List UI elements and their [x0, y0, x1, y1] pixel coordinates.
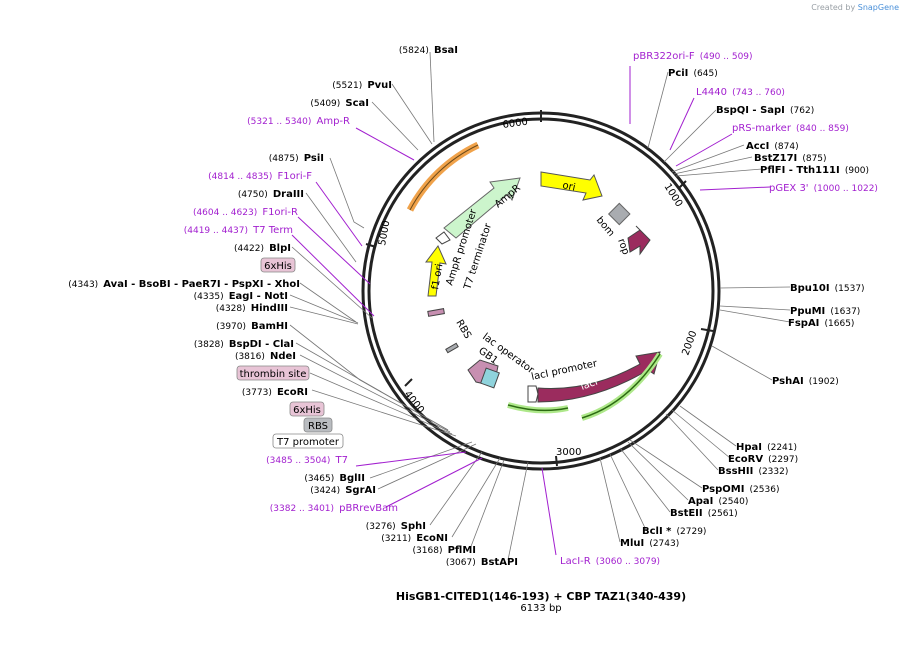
- plasmid-size: 6133 bp: [520, 603, 562, 614]
- tick-label-2000: 2000: [680, 329, 699, 357]
- primer-pbr322ori-f: pBR322ori-F (490 .. 509): [633, 44, 753, 63]
- rbs-feature: [445, 342, 459, 354]
- ampr-arrow: [443, 177, 521, 239]
- site-bsteii: BstEII (2561): [670, 501, 738, 520]
- lac-green-arc-1: [507, 404, 569, 412]
- primer-laci-r: LacI-R (3060 .. 3079): [560, 549, 660, 568]
- site-mlui: MluI (2743): [620, 531, 679, 550]
- sixhis-label-1: 6xHis: [264, 261, 292, 272]
- rbs-box-label: RBS: [308, 421, 328, 432]
- rbs-label: RBS: [453, 318, 473, 341]
- site-bglii: (3465) BglII: [304, 466, 365, 485]
- amp-orange-arc: [406, 141, 480, 212]
- sixhis-box-2: [289, 401, 325, 417]
- tick-label-5000: 5000: [377, 220, 392, 247]
- primer-prs-marker: pRS-marker (840 .. 859): [732, 116, 849, 135]
- site-pspomi: PspOMI (2536): [702, 477, 779, 496]
- lac-green-arc-2: [581, 353, 661, 419]
- rop-label: rop: [615, 237, 631, 256]
- site-bspqi: BspQI - SapI (762): [716, 98, 814, 117]
- site-hindiii: (4328) HindIII: [216, 296, 288, 315]
- his-tag-feature: [480, 367, 500, 389]
- primer-pgex3: pGEX 3' (1000 .. 1022): [769, 176, 878, 195]
- primer-f1ori-r: (4604 .. 4623) F1ori-R: [193, 200, 298, 219]
- site-eagi: (4335) EagI - NotI: [194, 284, 288, 303]
- primer-t7: (3485 .. 3504) T7: [266, 448, 348, 467]
- site-bsai: (5824) BsaI: [399, 38, 458, 57]
- site-acci: AccI (874): [746, 134, 799, 153]
- site-draiii: (4750) DraIII: [238, 182, 304, 201]
- site-ecorv: EcoRV (2297): [728, 447, 798, 466]
- site-pcii: PciI (645): [668, 61, 718, 80]
- site-avai: (4343) AvaI - BsoBI - PaeR7I - PspXI - X…: [68, 272, 300, 291]
- site-econi: (3211) EcoNI: [381, 526, 448, 545]
- site-sphi: (3276) SphI: [366, 514, 426, 533]
- primer-l4440: L4440 (743 .. 760): [696, 80, 785, 99]
- f1-ori-label: f1 ori: [430, 263, 445, 291]
- primer-amp-r: (5321 .. 5340) Amp-R: [247, 109, 350, 128]
- plasmid-name: HisGB1-CITED1(146-193) + CBP TAZ1(340-43…: [395, 590, 687, 603]
- amp-orange-arc-edge: [409, 144, 479, 211]
- site-ndei: (3816) NdeI: [235, 344, 296, 363]
- site-psii: (4875) PsiI: [269, 146, 324, 165]
- site-pshai: PshAI (1902): [772, 369, 839, 388]
- site-ppumi: PpuMI (1637): [790, 299, 860, 318]
- primer-f1ori-f: (4814 .. 4835) F1ori-F: [208, 164, 312, 183]
- tick-label-6000: 6000: [502, 117, 529, 131]
- site-pvui: (5521) PvuI: [332, 73, 392, 92]
- site-ecori: (3773) EcoRI: [242, 380, 308, 399]
- laci-promoter-arrow: [527, 385, 539, 403]
- rop-arrow: [627, 225, 651, 256]
- site-pflmi: (3168) PflMI: [413, 538, 476, 557]
- thrombin-site-label: thrombin site: [240, 369, 307, 380]
- site-fspai: FspAI (1665): [788, 311, 854, 330]
- site-sgrai: (3424) SgrAI: [310, 478, 376, 497]
- t7-terminator-feature: [427, 308, 445, 317]
- site-bcli: BclI * (2729): [642, 519, 706, 538]
- site-bstapi: (3067) BstAPI: [446, 550, 518, 569]
- tick-label-3000: 3000: [556, 447, 581, 458]
- snapgene-brand: SnapGene: [857, 3, 899, 12]
- primer-leader-lines: [291, 66, 771, 556]
- f1-ori-arrow: [425, 245, 447, 297]
- primer-pbrrevbam: (3382 .. 3401) pBRrevBam: [270, 496, 398, 515]
- snapgene-credit: Created by SnapGene: [811, 3, 899, 12]
- site-bsshii: BssHII (2332): [718, 459, 788, 478]
- site-blpi: (4422) BlpI: [234, 236, 291, 255]
- primer-t7-term: (4419 .. 4437) T7 Term: [184, 218, 293, 237]
- bom-feature: [607, 202, 631, 226]
- site-bamhi: (3970) BamHI: [216, 314, 288, 333]
- site-bpu10i: Bpu10I (1537): [790, 276, 865, 295]
- site-hpai: HpaI (2241): [736, 435, 797, 454]
- site-pflfi: PflFI - Tth111I (900): [760, 158, 869, 177]
- t7-promoter-box: [272, 433, 344, 449]
- rbs-box: [303, 417, 333, 433]
- t7-promoter-label: T7 promoter: [276, 437, 340, 448]
- credit-prefix: Created by: [811, 3, 856, 12]
- sixhis-box-1: [260, 257, 296, 273]
- site-bspdi: (3828) BspDI - ClaI: [194, 332, 294, 351]
- sixhis-label-2: 6xHis: [293, 405, 321, 416]
- ampr-promoter-arrow: [435, 231, 451, 245]
- thrombin-site-box: [236, 365, 310, 381]
- backbone-outer: [361, 111, 721, 471]
- site-leader-lines: [289, 51, 791, 561]
- ori-label: ori: [561, 180, 576, 193]
- tick-marks: [365, 110, 714, 467]
- site-scai: (5409) ScaI: [310, 91, 369, 110]
- site-bstz17i: BstZ17I (875): [754, 146, 827, 165]
- site-apai: ApaI (2540): [688, 489, 748, 508]
- ori-arrow: [540, 171, 603, 201]
- tick-label-4000: 4000: [402, 389, 426, 416]
